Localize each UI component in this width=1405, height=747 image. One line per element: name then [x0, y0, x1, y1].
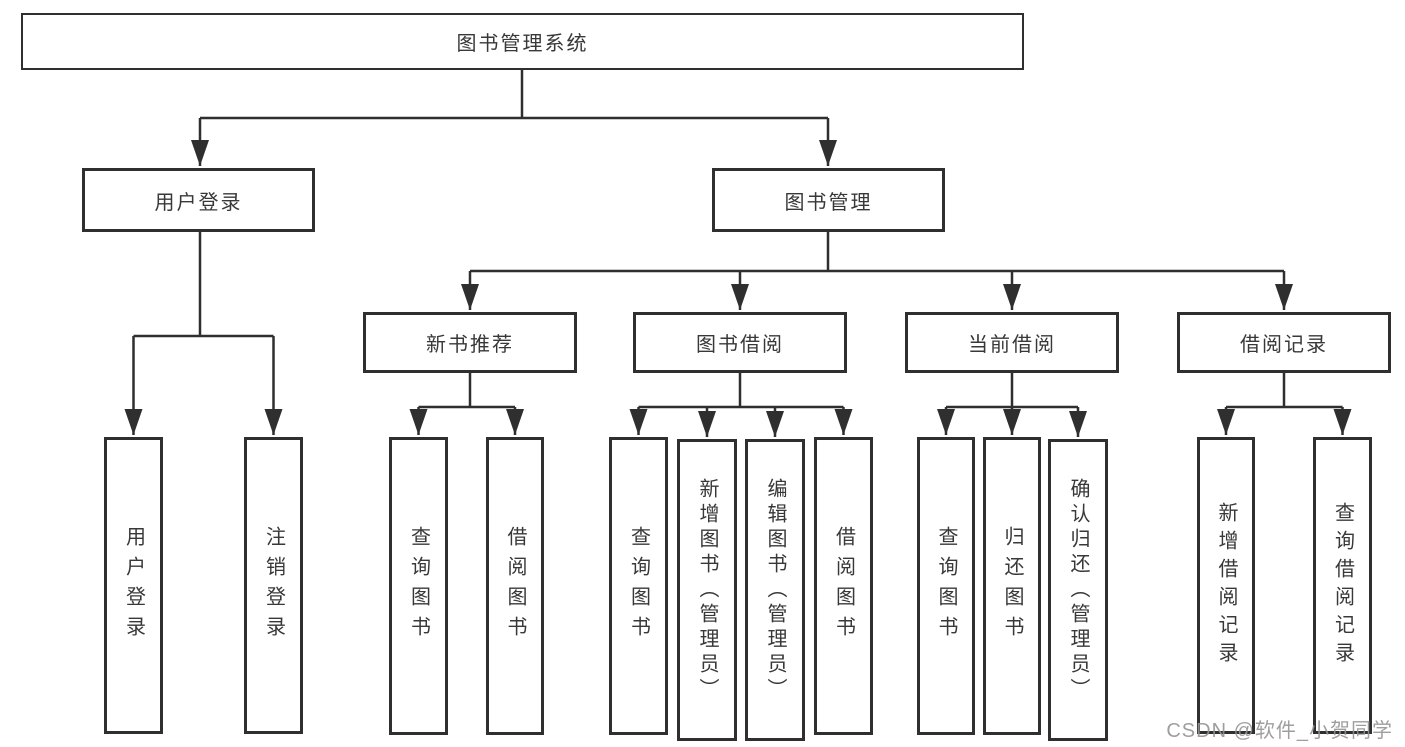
watermark: CSDN @软件_小贺同学 — [1166, 720, 1393, 742]
leaf-confirm-return-admin-label: 确认归还（管理员） — [1067, 477, 1089, 703]
node-book-borrow-label: 图书借阅 — [696, 334, 784, 356]
leaf-add-books-admin: 新增图书（管理员） — [677, 439, 737, 741]
leaf-return-books: 归还图书 — [983, 437, 1041, 735]
leaf-user-login: 用户登录 — [104, 437, 163, 734]
leaf-add-borrow-record: 新增借阅记录 — [1197, 437, 1255, 734]
leaf-borrow-query-books: 查询图书 — [609, 437, 668, 735]
leaf-logout: 注销登录 — [244, 437, 303, 734]
node-user-login: 用户登录 — [82, 168, 315, 232]
node-user-login-label: 用户登录 — [154, 191, 243, 214]
leaf-edit-books-admin: 编辑图书（管理员） — [745, 439, 805, 741]
leaf-borrow-borrow-books: 借阅图书 — [814, 437, 873, 735]
node-book-management-label: 图书管理 — [784, 191, 873, 214]
node-borrow-records: 借阅记录 — [1177, 312, 1391, 373]
leaf-add-borrow-record-label: 新增借阅记录 — [1215, 501, 1237, 670]
leaf-recommend-borrow-books: 借阅图书 — [486, 437, 544, 735]
node-root-library-system: 图书管理系统 — [21, 13, 1024, 70]
leaf-return-books-label: 归还图书 — [1001, 526, 1023, 646]
leaf-confirm-return-admin: 确认归还（管理员） — [1048, 439, 1108, 741]
leaf-logout-label: 注销登录 — [262, 525, 285, 646]
leaf-borrow-query-books-label: 查询图书 — [627, 526, 650, 646]
leaf-query-borrow-record-label: 查询借阅记录 — [1331, 501, 1354, 670]
leaf-recommend-query-books: 查询图书 — [389, 437, 448, 735]
leaf-current-query-books-label: 查询图书 — [935, 526, 957, 646]
leaf-user-login-label: 用户登录 — [122, 525, 145, 646]
node-book-management: 图书管理 — [712, 168, 945, 232]
leaf-recommend-query-books-label: 查询图书 — [407, 526, 430, 646]
node-new-book-recommend-label: 新书推荐 — [426, 334, 514, 356]
node-new-book-recommend: 新书推荐 — [363, 312, 577, 373]
leaf-current-query-books: 查询图书 — [917, 437, 975, 735]
node-book-borrow: 图书借阅 — [633, 312, 847, 373]
leaf-query-borrow-record: 查询借阅记录 — [1313, 437, 1372, 734]
leaf-add-books-admin-label: 新增图书（管理员） — [696, 477, 718, 703]
node-borrow-records-label: 借阅记录 — [1240, 334, 1328, 356]
leaf-edit-books-admin-label: 编辑图书（管理员） — [764, 477, 786, 703]
node-current-borrow: 当前借阅 — [905, 312, 1119, 373]
leaf-recommend-borrow-books-label: 借阅图书 — [504, 526, 526, 646]
leaf-borrow-borrow-books-label: 借阅图书 — [832, 526, 855, 646]
node-current-borrow-label: 当前借阅 — [968, 334, 1056, 356]
node-root-label: 图书管理系统 — [456, 33, 589, 55]
